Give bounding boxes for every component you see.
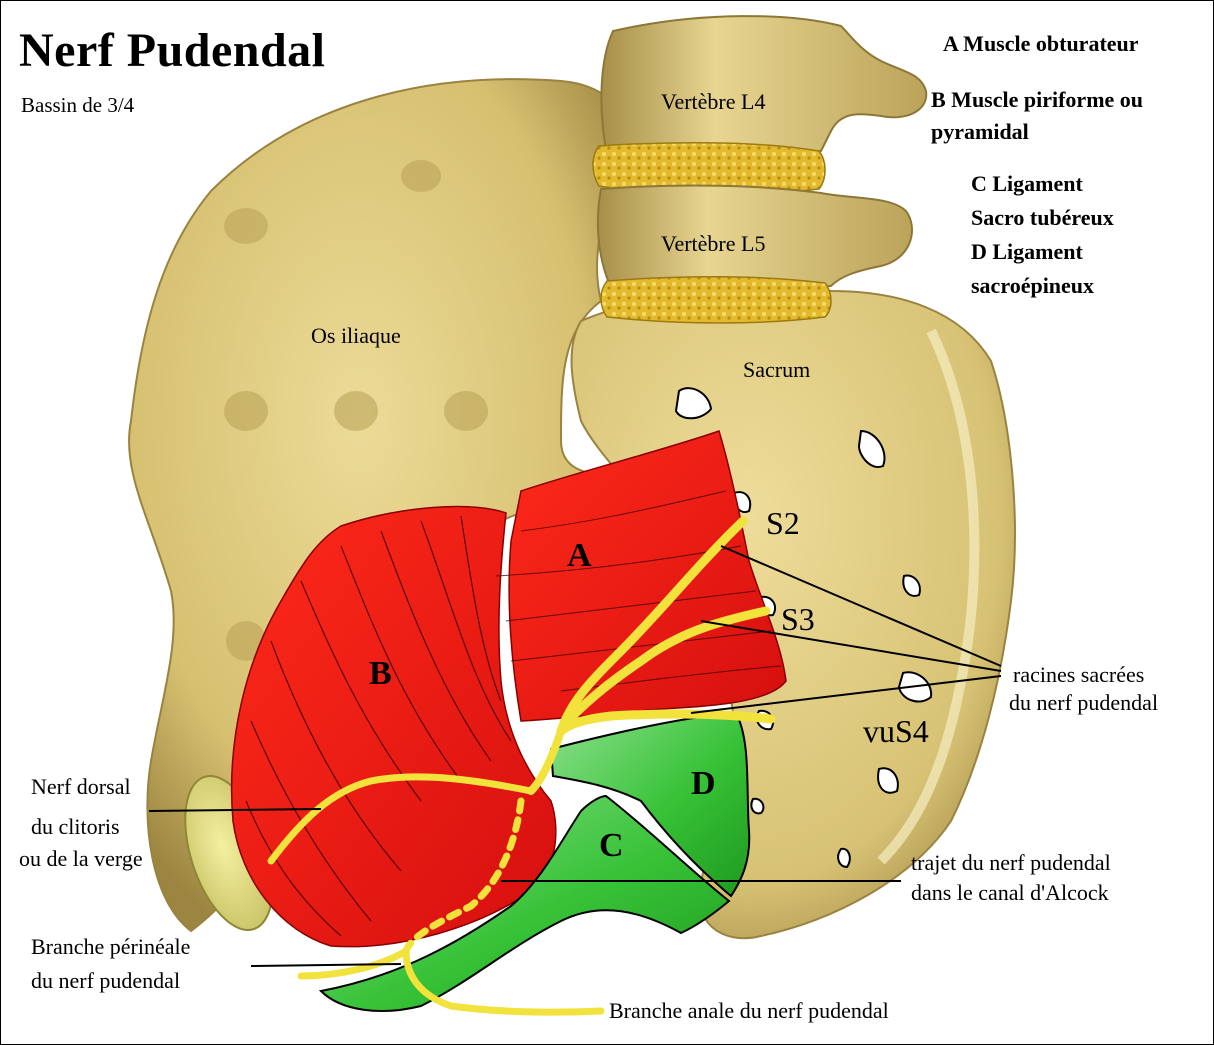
label-ligament-d: D	[691, 765, 716, 803]
page-subtitle: Bassin de 3/4	[21, 93, 134, 118]
annotation-dorsal-line1: Nerf dorsal	[31, 773, 131, 800]
label-muscle-a: A	[567, 537, 592, 575]
legend-c-line2: Sacro tubéreux	[971, 201, 1114, 234]
disc-l5-s1	[601, 277, 831, 323]
label-muscle-b: B	[369, 655, 392, 693]
annotation-racines-line1: racines sacrées	[1013, 661, 1144, 688]
legend-b-line1: B Muscle piriforme ou	[931, 83, 1143, 116]
legend-b-line2: pyramidal	[931, 115, 1029, 148]
legend-a: A Muscle obturateur	[943, 27, 1139, 60]
label-root-s4: vuS4	[863, 713, 929, 750]
label-sacrum: Sacrum	[743, 357, 810, 383]
label-ligament-c: C	[599, 827, 624, 865]
annotation-trajet-line2: dans le canal d'Alcock	[911, 879, 1109, 906]
label-iliac-bone: Os iliaque	[311, 323, 401, 349]
legend-d-line2: sacroépineux	[971, 269, 1094, 302]
annotation-perineal-line1: Branche périnéale	[31, 933, 190, 960]
label-vertebra-l5: Vertèbre L5	[661, 231, 765, 257]
legend-d-line1: D Ligament	[971, 235, 1083, 268]
page-title: Nerf Pudendal	[19, 23, 326, 78]
annotation-trajet-line1: trajet du nerf pudendal	[911, 849, 1111, 876]
vertebra-l4-shape	[601, 16, 926, 158]
annotation-dorsal-line2: du clitoris	[31, 813, 120, 840]
annotation-perineal-line2: du nerf pudendal	[31, 967, 180, 994]
legend-c-line1: C Ligament	[971, 167, 1083, 200]
label-root-s3: S3	[781, 601, 815, 638]
annotation-branche-anale: Branche anale du nerf pudendal	[609, 997, 889, 1024]
annotation-dorsal-line3: ou de la verge	[19, 845, 143, 872]
label-vertebra-l4: Vertèbre L4	[661, 89, 765, 115]
label-root-s2: S2	[766, 505, 800, 542]
annotation-racines-line2: du nerf pudendal	[1009, 689, 1158, 716]
